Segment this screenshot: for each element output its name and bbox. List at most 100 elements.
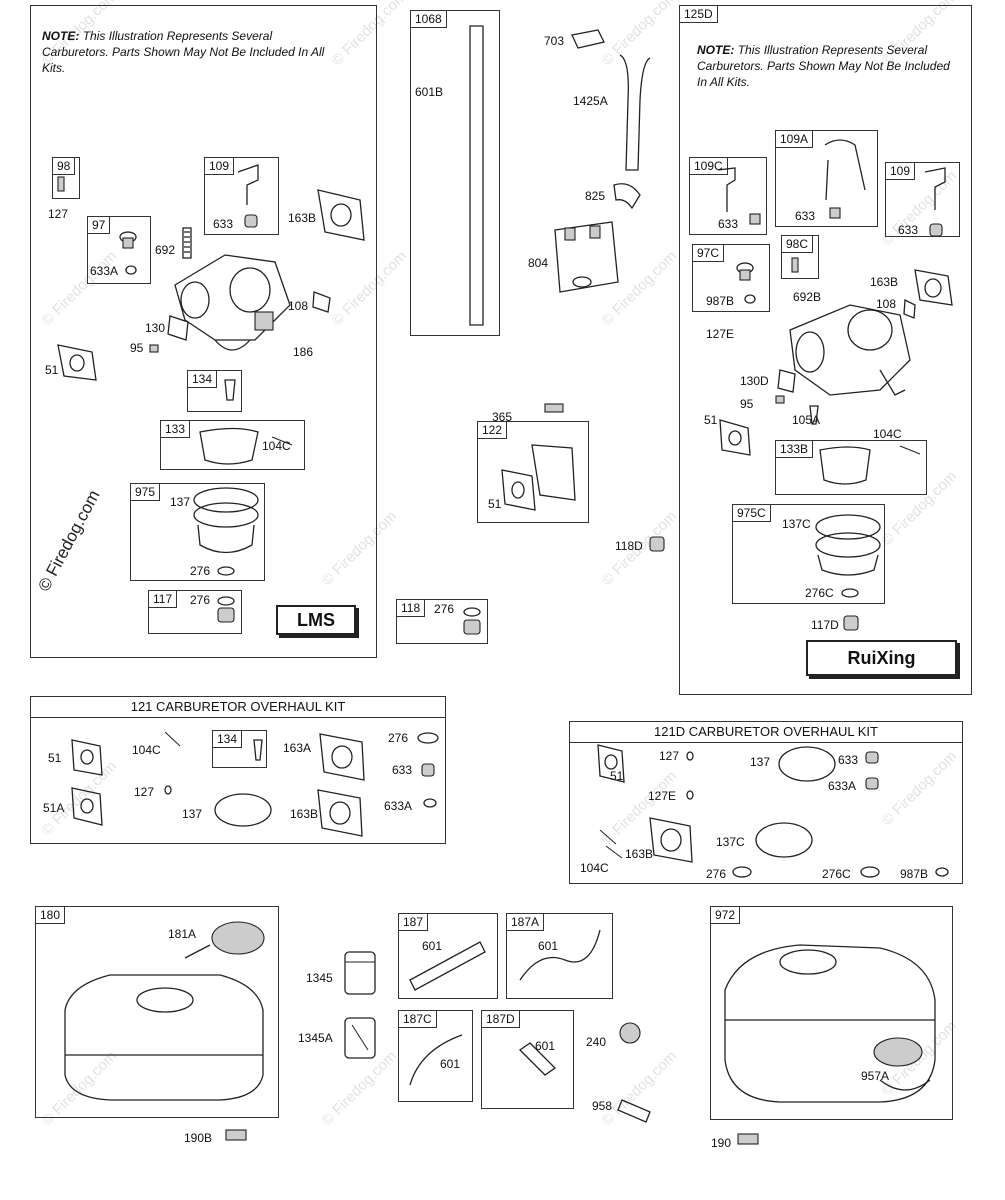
- part-label: 137C: [782, 517, 811, 531]
- part-label: 276C: [822, 867, 851, 881]
- box-187: 187: [398, 913, 498, 999]
- fuel-pump-icon: [554, 221, 619, 293]
- screw-icon: [57, 176, 564, 413]
- part-label: 104C: [873, 427, 902, 441]
- part-label: 633: [392, 763, 413, 777]
- box-109-right: 109: [885, 162, 960, 237]
- part-label: 186: [293, 345, 314, 359]
- part-label: 276C: [805, 586, 834, 600]
- part-label: 190B: [184, 1131, 213, 1145]
- spring-icon: [182, 227, 192, 259]
- part-label: 127: [134, 785, 155, 799]
- part-label: 127: [659, 749, 680, 763]
- part-label: 601: [535, 1039, 556, 1053]
- part-label: 127: [48, 207, 69, 221]
- panel-lms-carburetor: [30, 5, 377, 658]
- brand-ruixing: RuiXing: [806, 640, 957, 676]
- box-187a: 187A: [506, 913, 613, 999]
- part-label: 633A: [828, 779, 857, 793]
- part-label: 130D: [740, 374, 769, 388]
- part-label: 163B: [870, 275, 899, 289]
- note-left: NOTE: This Illustration Represents Sever…: [42, 29, 325, 75]
- box-109c: 109C: [689, 157, 767, 235]
- part-label: 633: [718, 217, 739, 231]
- float-icon: [819, 445, 921, 485]
- kit-121d: 121D CARBURETOR OVERHAUL KIT: [569, 721, 963, 884]
- part-label: 633A: [384, 799, 413, 813]
- part-label: 240: [586, 1035, 607, 1049]
- gasket-icon: [463, 444, 665, 635]
- part-label: 108: [876, 297, 897, 311]
- gasket-icon: [719, 269, 953, 456]
- part-label: 804: [528, 256, 549, 270]
- box-1068: 1068: [410, 10, 500, 336]
- part-label: 127E: [706, 327, 735, 341]
- box-97c: 97C: [692, 244, 770, 312]
- part-label: 365: [492, 410, 513, 424]
- box-187c: 187C: [398, 1010, 473, 1102]
- part-label: 104C: [262, 439, 291, 453]
- part-label: 104C: [132, 743, 161, 757]
- kit-121d-title: 121D CARBURETOR OVERHAUL KIT: [570, 722, 962, 743]
- part-label: 95: [130, 341, 144, 355]
- part-label: 958: [592, 1099, 613, 1113]
- part-label: 163B: [625, 847, 654, 861]
- part-label: 190: [711, 1136, 732, 1150]
- part-label: 137: [750, 755, 771, 769]
- box-109a: 109A: [775, 130, 878, 227]
- part-label: 51: [488, 497, 502, 511]
- box-134: 134: [187, 370, 242, 412]
- part-label: 1425A: [573, 94, 608, 108]
- carburetor-icon: [174, 254, 291, 351]
- box-98c: 98C: [781, 235, 819, 279]
- part-label: 51: [704, 413, 718, 427]
- filter-icon: [344, 951, 376, 1059]
- part-label: 51: [48, 751, 62, 765]
- part-label: 118D: [615, 539, 643, 553]
- part-label: 633A: [90, 264, 119, 278]
- part-label: 276: [190, 564, 211, 578]
- valve-icon: [617, 1022, 651, 1123]
- part-label: 276: [388, 731, 409, 745]
- box-133: 133: [160, 420, 305, 470]
- valve-icon: [119, 164, 259, 401]
- box-180: 180: [35, 906, 279, 1118]
- part-label: 633: [898, 223, 919, 237]
- box-117: 117: [148, 590, 242, 634]
- part-label: 601: [422, 939, 443, 953]
- part-label: 276: [434, 602, 455, 616]
- fuel-tank-icon: [724, 944, 936, 1103]
- bowl-gasket-icon: [193, 487, 259, 623]
- box-134-kit: 134: [212, 730, 267, 768]
- gasket-icon: [597, 744, 949, 878]
- part-label: 276: [190, 593, 211, 607]
- part-label: 1345A: [298, 1031, 333, 1045]
- part-label: 633: [213, 217, 234, 231]
- part-label: 130: [145, 321, 166, 335]
- part-label: 987B: [706, 294, 735, 308]
- panel-ruixing-carburetor: 125D: [679, 5, 972, 695]
- part-label: 825: [585, 189, 606, 203]
- part-label: 692: [155, 243, 176, 257]
- fuel-tank-icon: [64, 974, 264, 1101]
- float-icon: [199, 427, 293, 465]
- part-label: 137C: [716, 835, 745, 849]
- part-label: 703: [544, 34, 565, 48]
- bowl-gasket-icon: [815, 514, 881, 631]
- box-187d: 187D: [481, 1010, 574, 1109]
- box-133b: 133B: [775, 440, 927, 495]
- part-label: 957A: [861, 1069, 890, 1083]
- part-label: 633: [795, 209, 816, 223]
- hose-icon: [469, 25, 651, 326]
- part-label: 163B: [288, 211, 317, 225]
- part-label: 117D: [811, 618, 839, 632]
- box-972: 972: [710, 906, 953, 1120]
- hose-icon: [409, 929, 601, 1086]
- part-label: 127E: [648, 789, 677, 803]
- carburetor-icon: [789, 304, 911, 396]
- part-label: 104C: [580, 861, 609, 875]
- valve-icon: [717, 139, 946, 304]
- part-label: 1345: [306, 971, 333, 985]
- part-label: 163A: [283, 741, 312, 755]
